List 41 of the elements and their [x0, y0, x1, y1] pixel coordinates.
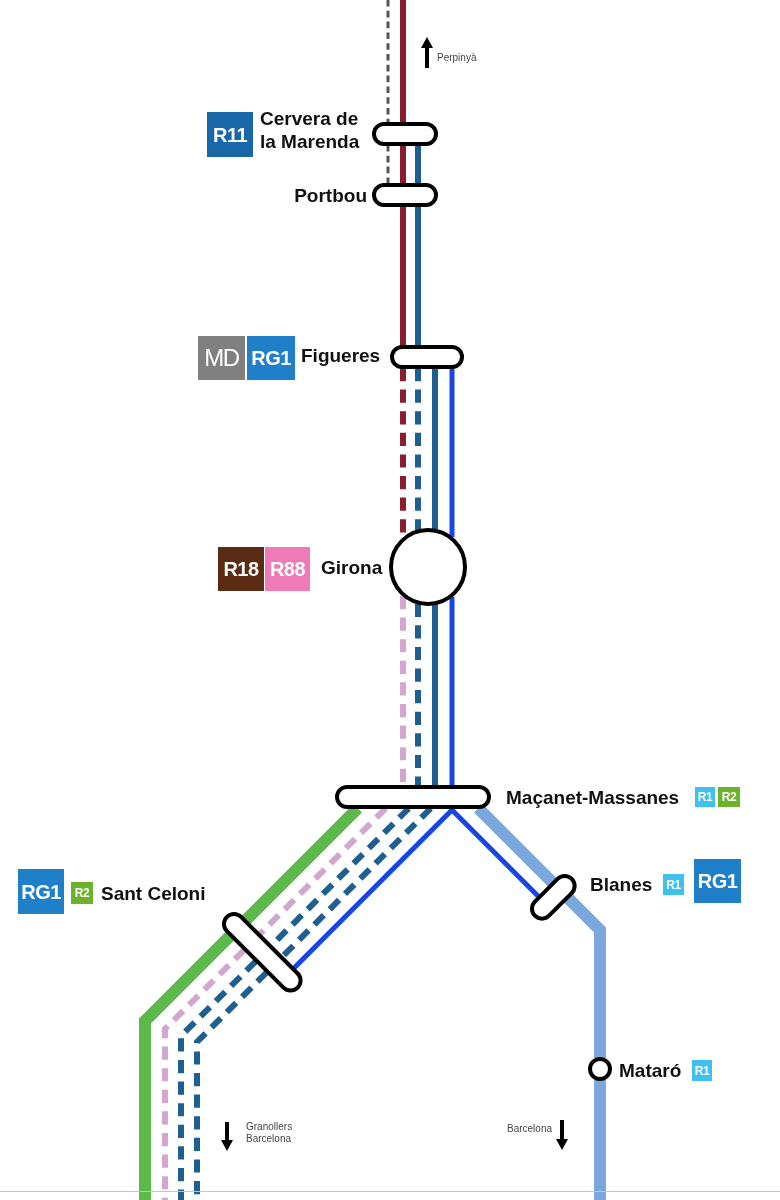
rail-line	[400, 145, 406, 184]
rail-line	[415, 145, 421, 184]
line-badge: R2	[71, 882, 93, 904]
station-name: Maçanet-Massanes	[506, 785, 680, 809]
line-badge: RG1	[694, 859, 741, 903]
rail-line	[432, 368, 438, 530]
station-name: Portbou	[294, 183, 367, 207]
rail-line	[563, 893, 606, 1058]
rail-line	[415, 603, 421, 786]
rail-line	[139, 931, 235, 1200]
station-name: Mataró	[619, 1058, 682, 1082]
rail-line	[178, 959, 258, 1200]
line-badge: R1	[695, 787, 715, 807]
station-name: Blanes	[590, 872, 653, 896]
direction-label: Barcelona	[506, 1123, 552, 1135]
station-name: Sant Celoni	[101, 881, 206, 905]
line-badge: R11	[207, 112, 253, 157]
rail-line	[594, 1080, 606, 1200]
rail-line	[415, 206, 421, 346]
direction-label: Granollers Barcelona	[246, 1121, 294, 1145]
rail-line	[162, 947, 247, 1200]
direction-label: Perpinyà	[437, 52, 477, 64]
rail-line	[386, 145, 390, 184]
line-badge: RG1	[247, 336, 295, 380]
rail-line	[449, 368, 455, 538]
line-badge: R88	[265, 547, 310, 591]
station-name: Figueres	[301, 343, 381, 367]
line-badge: R18	[218, 547, 264, 591]
rail-line	[400, 206, 406, 346]
rail-line	[400, 0, 406, 123]
station-name: Girona	[321, 555, 383, 579]
line-badge: RG1	[18, 869, 64, 914]
line-badge: R1	[692, 1060, 712, 1081]
line-badge: R1	[663, 874, 684, 895]
station-name: Cervera de la Marenda	[260, 107, 361, 153]
rail-line	[432, 604, 438, 786]
rail-line	[449, 596, 455, 786]
line-badge: R2	[718, 787, 740, 807]
rail-line	[415, 368, 421, 531]
rail-line	[386, 0, 390, 123]
line-badge: MD	[198, 336, 245, 380]
